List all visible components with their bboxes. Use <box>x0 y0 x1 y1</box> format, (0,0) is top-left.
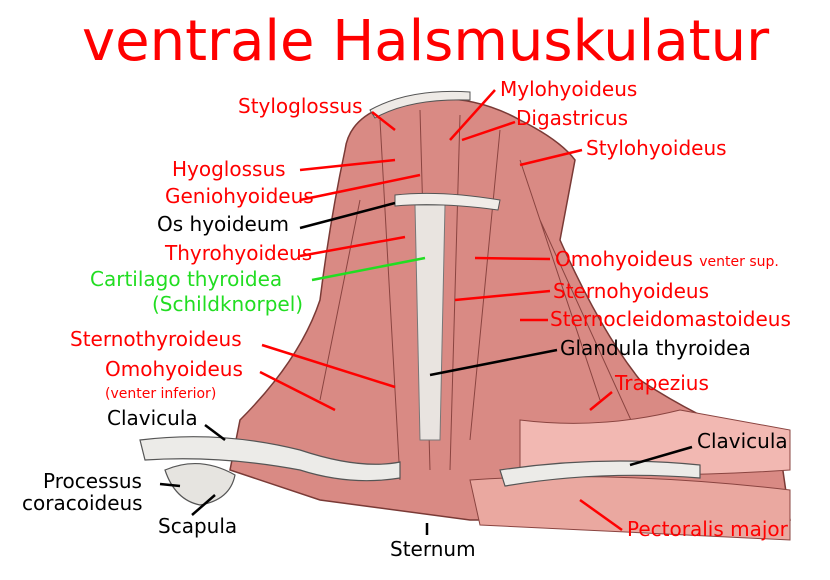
label-clavicula-right: Clavicula <box>697 429 788 453</box>
label-venter-inferior: (venter inferior) <box>105 386 217 402</box>
label-pectoralis-major: Pectoralis major <box>627 517 788 541</box>
label-hyoglossus: Hyoglossus <box>172 157 286 181</box>
label-os-hyoideum: Os hyoideum <box>157 212 289 236</box>
label-processus: Processus <box>43 469 142 493</box>
clavicle-bones <box>139 436 701 506</box>
leader-lines <box>159 89 693 535</box>
label-clavicula-left: Clavicula <box>107 406 198 430</box>
label-venter-sup: venter sup. <box>699 254 779 270</box>
label-digastricus: Digastricus <box>516 106 629 130</box>
page-title: ventrale Halsmuskulatur <box>82 9 770 74</box>
neck-muscles <box>229 90 791 541</box>
label-sternohyoideus: Sternohyoideus <box>553 279 710 303</box>
label-trapezius: Trapezius <box>615 371 709 395</box>
label-geniohyoideus: Geniohyoideus <box>165 184 314 208</box>
label-omohyoideus-superior: Omohyoideus venter sup. <box>555 247 779 274</box>
label-mylohyoideus: Mylohyoideus <box>500 77 638 101</box>
label-sternum: Sternum <box>390 537 476 561</box>
label-sternocleidomastoideus: Sternocleidomastoideus <box>550 307 791 331</box>
label-stylohyoideus: Stylohyoideus <box>586 136 727 160</box>
label-thyrohyoideus: Thyrohyoideus <box>165 241 313 265</box>
label-omohyoideus-inferior: Omohyoideus <box>105 357 243 381</box>
label-cartilago-thyroidea: Cartilago thyroidea <box>90 267 283 291</box>
label-coracoideus: coracoideus <box>22 491 143 515</box>
label-glandula-thyroidea: Glandula thyroidea <box>560 336 751 360</box>
label-sternothyroideus: Sternothyroideus <box>70 327 242 351</box>
label-scapula: Scapula <box>158 514 238 538</box>
label-omohyoideus-sup-text: Omohyoideus <box>555 247 693 271</box>
label-schildknorpel: (Schildknorpel) <box>152 292 304 316</box>
label-styloglossus: Styloglossus <box>238 94 363 118</box>
